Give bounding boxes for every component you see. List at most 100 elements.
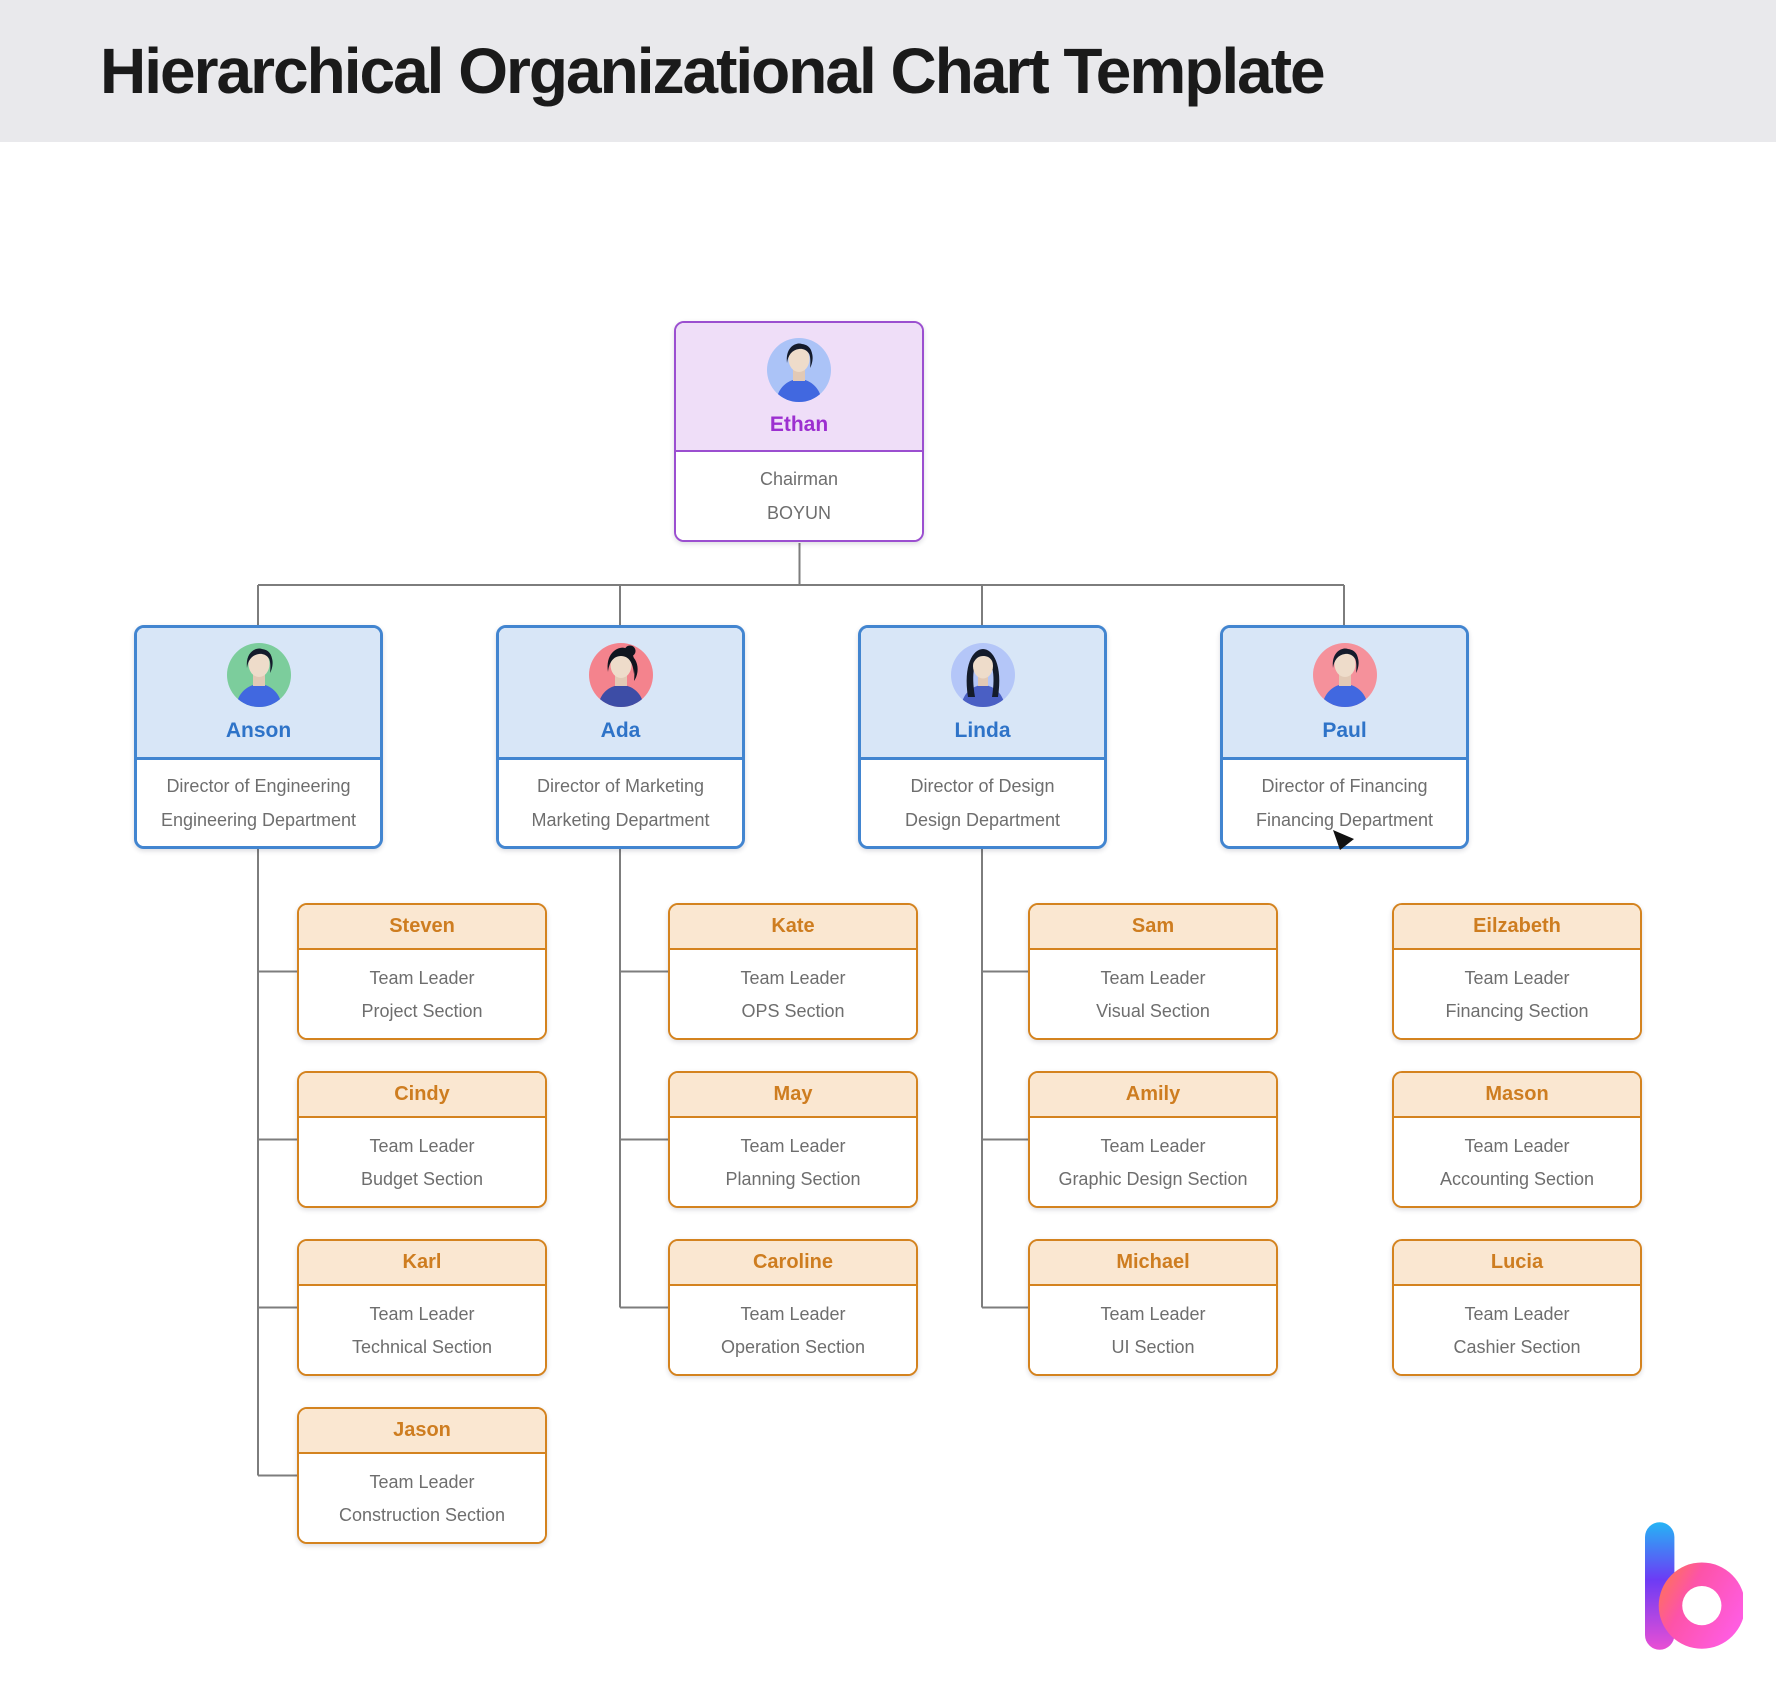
node-section: OPS Section — [741, 1000, 845, 1021]
node-director-anson[interactable]: Anson Director of Engineering Engineerin… — [134, 625, 383, 849]
node-leader-eilzabeth[interactable]: Eilzabeth Team Leader Financing Section — [1392, 903, 1642, 1040]
node-header: Paul — [1223, 628, 1466, 760]
node-director-ada[interactable]: Ada Director of Marketing Marketing Depa… — [496, 625, 745, 849]
node-leader-karl[interactable]: Karl Team Leader Technical Section — [297, 1239, 547, 1376]
node-leader-cindy[interactable]: Cindy Team Leader Budget Section — [297, 1071, 547, 1208]
node-org: BOYUN — [766, 503, 831, 523]
node-header: Cindy — [299, 1073, 545, 1118]
page-title: Hierarchical Organizational Chart Templa… — [100, 35, 1326, 107]
title-bar: Hierarchical Organizational Chart Templa… — [0, 0, 1776, 142]
node-name: Steven — [389, 915, 455, 937]
node-role: Team Leader — [1464, 1303, 1570, 1324]
node-body: Director of Design Design Department — [861, 760, 1104, 846]
b-logo-icon — [1645, 1522, 1743, 1650]
node-director-linda[interactable]: Linda Director of Design Design Departme… — [858, 625, 1107, 849]
node-role: Director of Marketing — [536, 776, 705, 796]
node-dept: Marketing Department — [531, 810, 710, 830]
node-dept: Design Department — [904, 810, 1061, 830]
node-header: Steven — [299, 905, 545, 950]
node-dept: Financing Department — [1255, 810, 1434, 830]
node-body: Team Leader Accounting Section — [1394, 1118, 1640, 1206]
node-chairman-ethan[interactable]: Ethan Chairman BOYUN — [674, 321, 924, 542]
node-leader-amily[interactable]: Amily Team Leader Graphic Design Section — [1028, 1071, 1278, 1208]
node-header: Kate — [670, 905, 916, 950]
node-name: Ada — [600, 719, 641, 742]
node-header: Sam — [1030, 905, 1276, 950]
node-section: UI Section — [1111, 1336, 1195, 1357]
node-header: Michael — [1030, 1241, 1276, 1286]
node-leader-michael[interactable]: Michael Team Leader UI Section — [1028, 1239, 1278, 1376]
node-header: Jason — [299, 1409, 545, 1454]
node-name: Jason — [393, 1419, 451, 1441]
node-leader-lucia[interactable]: Lucia Team Leader Cashier Section — [1392, 1239, 1642, 1376]
node-name: Caroline — [752, 1251, 834, 1273]
node-section: Technical Section — [351, 1336, 493, 1357]
node-section: Graphic Design Section — [1058, 1168, 1248, 1189]
node-name: Ethan — [769, 413, 829, 436]
node-name: Linda — [954, 719, 1011, 742]
node-role: Team Leader — [1464, 1135, 1570, 1156]
node-section: Visual Section — [1096, 1000, 1210, 1021]
node-section: Cashier Section — [1453, 1336, 1581, 1357]
node-name: Sam — [1131, 915, 1175, 937]
node-header: Mason — [1394, 1073, 1640, 1118]
node-body: Team Leader Budget Section — [299, 1118, 545, 1206]
man-avatar-icon — [767, 338, 831, 402]
node-dept: Engineering Department — [160, 810, 357, 830]
node-role: Team Leader — [740, 1303, 846, 1324]
node-header: May — [670, 1073, 916, 1118]
node-leader-kate[interactable]: Kate Team Leader OPS Section — [668, 903, 918, 1040]
node-role: Team Leader — [369, 1135, 475, 1156]
node-header: Lucia — [1394, 1241, 1640, 1286]
node-section: Operation Section — [720, 1336, 866, 1357]
node-role: Team Leader — [740, 967, 846, 988]
node-director-paul[interactable]: Paul Director of Financing Financing Dep… — [1220, 625, 1469, 849]
node-header: Eilzabeth — [1394, 905, 1640, 950]
node-header: Ethan — [676, 323, 922, 452]
node-role: Director of Financing — [1261, 776, 1428, 796]
node-body: Director of Financing Financing Departme… — [1223, 760, 1466, 846]
node-body: Director of Marketing Marketing Departme… — [499, 760, 742, 846]
node-name: Anson — [225, 719, 292, 742]
node-body: Team Leader Financing Section — [1394, 950, 1640, 1038]
node-header: Caroline — [670, 1241, 916, 1286]
woman-long-hair-avatar-icon — [950, 643, 1015, 707]
node-section: Project Section — [361, 1000, 483, 1021]
node-body: Team Leader Operation Section — [670, 1286, 916, 1374]
node-name: Cindy — [394, 1083, 450, 1105]
node-body: Team Leader UI Section — [1030, 1286, 1276, 1374]
node-body: Team Leader Visual Section — [1030, 950, 1276, 1038]
node-name: Kate — [771, 915, 815, 937]
node-name: Mason — [1485, 1083, 1549, 1105]
node-body: Team Leader Construction Section — [299, 1454, 545, 1542]
node-role: Team Leader — [1100, 967, 1206, 988]
node-body: Team Leader Technical Section — [299, 1286, 545, 1374]
node-leader-mason[interactable]: Mason Team Leader Accounting Section — [1392, 1071, 1642, 1208]
node-role: Team Leader — [369, 1471, 475, 1492]
node-leader-jason[interactable]: Jason Team Leader Construction Section — [297, 1407, 547, 1544]
node-section: Planning Section — [725, 1168, 861, 1189]
node-role: Team Leader — [740, 1135, 846, 1156]
node-role: Team Leader — [1100, 1303, 1206, 1324]
node-name: Lucia — [1490, 1251, 1544, 1273]
man-avatar-icon — [226, 643, 291, 707]
node-header: Amily — [1030, 1073, 1276, 1118]
woman-bun-avatar-icon — [588, 643, 653, 707]
node-leader-sam[interactable]: Sam Team Leader Visual Section — [1028, 903, 1278, 1040]
node-body: Team Leader Project Section — [299, 950, 545, 1038]
node-name: Paul — [1322, 719, 1367, 742]
node-role: Chairman — [759, 469, 839, 489]
node-name: Eilzabeth — [1473, 915, 1561, 937]
node-header: Linda — [861, 628, 1104, 760]
node-section: Construction Section — [338, 1504, 506, 1525]
node-role: Team Leader — [369, 967, 475, 988]
node-name: Karl — [402, 1251, 442, 1273]
node-section: Accounting Section — [1439, 1168, 1595, 1189]
node-leader-caroline[interactable]: Caroline Team Leader Operation Section — [668, 1239, 918, 1376]
node-section: Financing Section — [1445, 1000, 1589, 1021]
node-name: Michael — [1116, 1251, 1190, 1273]
node-role: Director of Engineering — [166, 776, 351, 796]
node-name: May — [773, 1083, 813, 1105]
node-leader-may[interactable]: May Team Leader Planning Section — [668, 1071, 918, 1208]
node-leader-steven[interactable]: Steven Team Leader Project Section — [297, 903, 547, 1040]
